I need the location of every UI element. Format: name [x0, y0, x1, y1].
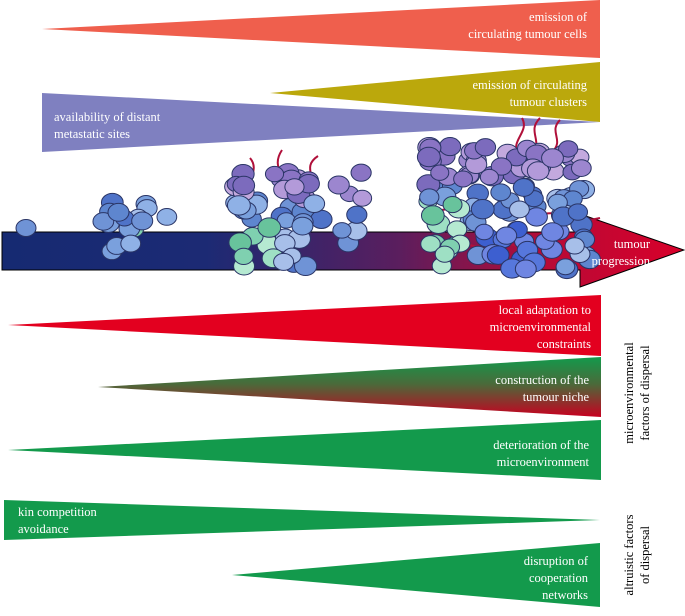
tumour-cell-icon: [558, 140, 579, 158]
label-local-adaptation: local adaptation to microenvironmental c…: [489, 303, 591, 351]
label-tumour-progression: tumour progression: [591, 237, 650, 268]
tumour-cell-icon: [107, 202, 130, 222]
label-deterioration: deterioration of the microenvironment: [493, 438, 589, 469]
label-kin-competition: kin competition avoidance: [18, 505, 97, 536]
wedge-tumour-niche: [98, 357, 601, 417]
tumour-cell-icon: [512, 178, 535, 197]
tumour-cell-icon: [284, 178, 305, 196]
label-cooperation: disruption of cooperation networks: [523, 554, 588, 602]
tumour-cell-icon: [442, 196, 463, 214]
tumour-cell-icon: [232, 175, 256, 196]
tumour-cell-icon: [346, 205, 368, 224]
tumour-cell-icon: [555, 258, 576, 276]
wedge-emission-cells: [42, 0, 600, 58]
tumour-cell-icon: [350, 163, 372, 182]
tumour-cell-icon: [474, 138, 497, 157]
tumour-cell-icon: [495, 226, 518, 245]
label-altruistic-factors: altruistic factors of dispersal: [622, 514, 652, 596]
tumour-cell-icon: [327, 175, 350, 195]
tumour-cell-icon: [430, 164, 450, 181]
tumour-cell-icon: [490, 157, 513, 176]
tumour-cell-icon: [15, 219, 37, 237]
label-emission-clusters: emission of circulating tumour clusters: [472, 78, 587, 109]
tumour-cell-icon: [294, 256, 318, 276]
tumour-cell-icon: [416, 146, 441, 168]
tumour-cell-icon: [541, 148, 564, 168]
tumour-cell-icon: [233, 247, 254, 266]
wedge-emission-clusters: [270, 62, 600, 122]
tumour-cell-icon: [419, 188, 440, 206]
wedge-distant-sites: [42, 93, 600, 152]
tumour-cell-icon: [525, 207, 548, 227]
wedge-deterioration: [8, 420, 601, 480]
tumour-cell-icon: [453, 170, 474, 188]
tumour-cell-icon: [303, 194, 326, 214]
cell-cluster-icon: [15, 117, 601, 280]
tumour-cell-icon: [474, 223, 494, 241]
tumour-cell-icon: [570, 159, 592, 177]
tumour-cell-icon: [567, 203, 589, 221]
tumour-cell-icon: [264, 165, 285, 183]
tumour-cell-icon: [470, 198, 495, 220]
tumour-cell-icon: [420, 205, 445, 226]
tumour-cell-icon: [490, 183, 512, 202]
tumour-cell-icon: [310, 209, 333, 229]
tumour-cell-icon: [332, 222, 352, 239]
label-tumour-niche: construction of the tumour niche: [495, 373, 589, 404]
tumour-cell-icon: [564, 237, 585, 255]
tumour-cell-icon: [226, 195, 251, 216]
wedge-kin-competition: [4, 500, 600, 540]
tumour-cell-icon: [156, 208, 178, 226]
tumour-cell-icon: [291, 216, 314, 236]
tumour-cell-icon: [131, 211, 154, 231]
tumour-cell-icon: [479, 168, 499, 186]
tumour-cell-icon: [541, 222, 564, 242]
label-microenvironmental-factors: microenvironmental factors of dispersal: [622, 342, 652, 444]
tumour-cell-icon: [526, 161, 550, 181]
tumour-cell-icon: [257, 217, 282, 238]
wedge-local-adaptation: [8, 295, 601, 356]
tumour-cell-icon: [273, 252, 295, 271]
wedge-cooperation: [232, 543, 600, 607]
tumour-cell-icon: [420, 235, 441, 253]
tumour-cell-icon: [438, 137, 462, 157]
tumour-cell-icon: [120, 234, 142, 253]
label-distant-sites: availability of distant metastatic sites: [54, 110, 161, 141]
tumour-cell-icon: [352, 189, 373, 207]
tumour-cell-icon: [434, 245, 455, 263]
tumour-cell-icon: [486, 245, 510, 265]
tumour-cell-icon: [509, 200, 530, 219]
label-emission-cells: emission of circulating tumour cells: [468, 10, 587, 41]
tumour-cell-icon: [92, 212, 115, 231]
tumour-cell-icon: [514, 259, 537, 279]
